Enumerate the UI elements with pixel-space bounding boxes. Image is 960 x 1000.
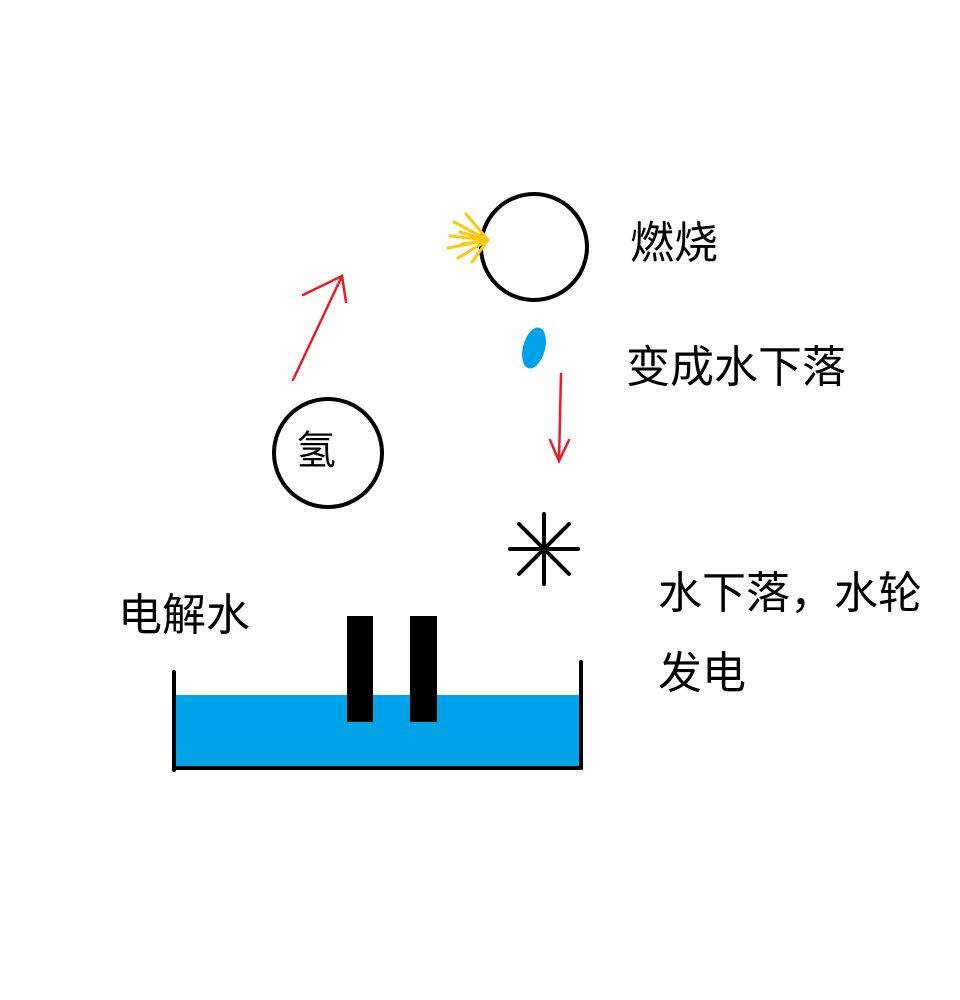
electrode-left xyxy=(347,616,373,722)
hydrogen-circle xyxy=(272,397,384,509)
flame-icon xyxy=(446,212,490,264)
label-generate-electricity: 发电 xyxy=(658,648,746,699)
label-hydrogen: 氢 xyxy=(296,428,336,474)
electrode-right xyxy=(410,616,437,722)
water-wheel-icon xyxy=(508,512,580,586)
label-electrolysis: 电解水 xyxy=(118,590,250,641)
tank-water xyxy=(174,695,581,768)
arrow-down xyxy=(548,372,571,465)
arrow-up xyxy=(291,274,348,382)
combustion-circle xyxy=(479,192,589,302)
water-drop-icon xyxy=(522,327,546,369)
label-water-falls-wheel: 水下落，水轮 xyxy=(658,568,922,619)
label-combustion: 燃烧 xyxy=(630,218,718,269)
label-becomes-water-falls: 变成水下落 xyxy=(626,342,846,393)
tank-walls xyxy=(172,660,583,772)
